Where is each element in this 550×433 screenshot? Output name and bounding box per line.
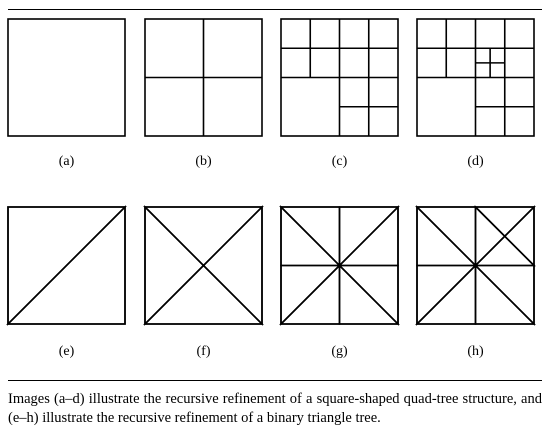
triangle-cell <box>279 263 341 325</box>
triangle-cell <box>144 205 205 326</box>
panel-h-label: (h) <box>467 344 484 359</box>
triangle-cell <box>474 263 536 325</box>
panel-f: (f) <box>143 205 264 359</box>
panel-a-outline <box>7 18 126 137</box>
triangle-cell <box>143 206 264 267</box>
triangle-cell <box>279 206 341 268</box>
panel-a: (a) <box>7 18 126 169</box>
figure-caption: Images (a–d) illustrate the recursive re… <box>8 391 542 426</box>
panel-d: (d) <box>416 18 535 169</box>
panel-d-label: (d) <box>467 154 484 169</box>
panel-f-label: (f) <box>197 344 211 359</box>
panel-g-label: (g) <box>331 344 348 359</box>
triangle-cell <box>338 263 400 325</box>
panel-h: (h) <box>415 205 536 359</box>
panel-e-label: (e) <box>59 344 75 359</box>
panel-a-label: (a) <box>59 154 75 169</box>
triangle-cell <box>415 263 477 325</box>
triangle-cell <box>503 205 535 268</box>
triangle-cell <box>473 235 536 267</box>
triangle-cell <box>6 205 126 325</box>
triangle-cell <box>143 264 264 325</box>
triangle-cell <box>337 205 399 267</box>
panel-b: (b) <box>144 18 263 169</box>
triangle-cell <box>415 206 477 268</box>
panel-c: (c) <box>280 18 399 169</box>
panel-b-label: (b) <box>195 154 212 169</box>
panel-g: (g) <box>279 205 400 359</box>
triangle-cell <box>202 205 263 326</box>
panel-c-label: (c) <box>332 154 348 169</box>
panels-layer: (a) (b) (c) (d) (e) (f) (g) (h) <box>6 18 536 359</box>
triangle-cell <box>474 205 506 268</box>
triangle-cell <box>473 206 536 238</box>
panel-e: (e) <box>6 205 127 359</box>
